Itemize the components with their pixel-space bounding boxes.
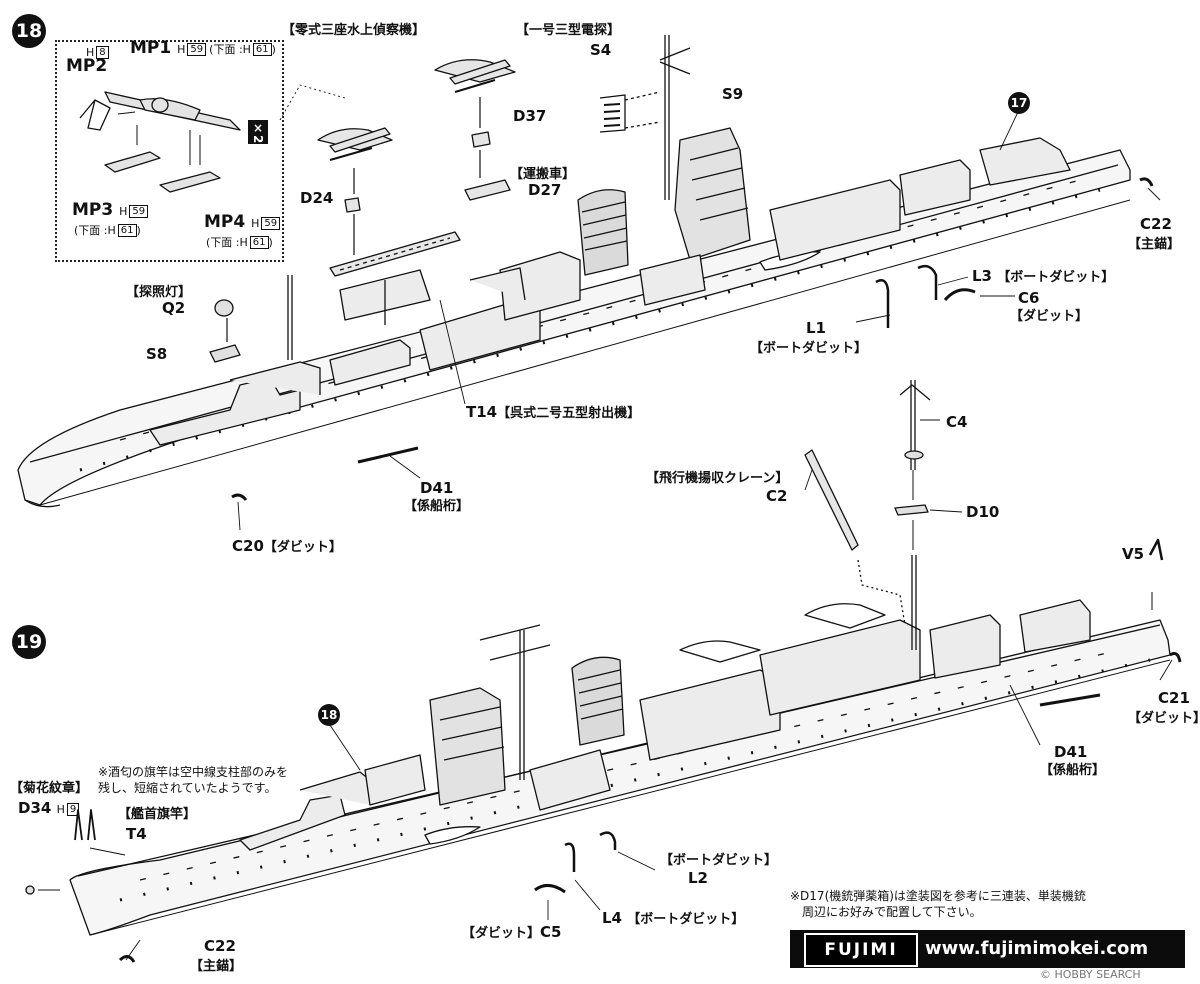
step18-mast [287, 35, 691, 360]
part-c4: C4 [946, 413, 968, 431]
part-l1: L1 [806, 319, 826, 337]
step18-aircraft [317, 59, 516, 213]
part-c22-bottom: C22 [204, 937, 236, 955]
step19-ship-hull [69, 619, 1171, 936]
part-d41-top: D41 [420, 479, 454, 497]
part-q2: Q2 [162, 299, 186, 317]
step19-leaders [38, 419, 1173, 961]
crane-title: 【飛行機揚収クレーン】 [646, 471, 789, 486]
step19-crane [804, 449, 906, 626]
part-c5: 【ダビット】C5 [462, 923, 562, 942]
step18-small-parts [209, 177, 1154, 501]
part-t4: T4 [126, 825, 147, 843]
c6-title: 【ダビット】 [1010, 309, 1089, 324]
anchor-title-bottom: 【主錨】 [190, 959, 243, 974]
chrysanthemum-title: 【菊花紋章】 [10, 781, 89, 796]
part-d24: D24 [300, 189, 334, 207]
flagstaff-note: ※酒匂の旗竿は空中線支柱部のみを 残し、短縮されていたようです。 [98, 765, 289, 795]
part-c22-top: C22 [1140, 215, 1172, 233]
l1-title: 【ボートダビット】 [750, 341, 868, 356]
part-c2: C2 [766, 487, 788, 505]
watermark: © HOBBY SEARCH [1040, 968, 1141, 981]
step-number-18: 18 [12, 14, 46, 48]
part-l4: L4 【ボートダビット】 [602, 909, 745, 928]
d41-title-top: 【係船桁】 [404, 499, 470, 514]
ammo-box-note: ※D17(機銃弾薬箱)は塗装図を参考に三連装、単装機銃 周辺にお好みで配置して下… [790, 889, 1086, 919]
step18-catapult [329, 231, 461, 325]
d41-title-bottom: 【係船桁】 [1040, 763, 1106, 778]
searchlight-title: 【探照灯】 [126, 285, 192, 300]
part-d41-bottom: D41 [1054, 743, 1088, 761]
part-s4: S4 [590, 41, 612, 59]
x2-badge: ×2 [248, 120, 268, 145]
aircraft-inset-panel [55, 40, 284, 262]
part-s9: S9 [722, 85, 744, 103]
anchor-title-top: 【主錨】 [1128, 237, 1181, 252]
part-d37: D37 [513, 107, 547, 125]
step19-masts [479, 380, 931, 780]
part-d10: D10 [966, 503, 1000, 521]
mp2-label: MP2 [66, 56, 108, 76]
part-c20: C20【ダビット】 [232, 537, 342, 556]
step18-superstructure [149, 127, 1071, 446]
part-d27: D27 [528, 181, 562, 199]
step18-arrows [226, 97, 481, 342]
fujimi-logo: FUJIMI [804, 933, 918, 967]
c21-title: 【ダビット】 [1128, 711, 1200, 726]
part-l2: L2 [688, 869, 708, 887]
step18-leaders [237, 84, 1161, 531]
step-number-19: 19 [12, 625, 46, 659]
l2-title: 【ボートダビット】 [660, 853, 778, 868]
bowstaff-title: 【艦首旗竿】 [118, 807, 197, 822]
inset-title: 【零式三座水上偵察機】 [282, 23, 426, 38]
part-l3: L3 【ボートダビット】 [972, 267, 1115, 286]
part-c21: C21 [1158, 689, 1190, 707]
part-c6: C6 [1018, 289, 1040, 307]
part-t14: T14【呉式二号五型射出機】 [466, 403, 641, 422]
radar-title: 【一号三型電探】 [516, 23, 621, 38]
part-v5: V5 [1122, 545, 1145, 563]
part-s8: S8 [146, 345, 168, 363]
website-link[interactable]: www.fujimimokei.com [925, 938, 1149, 959]
ref-step-17: 17 [1008, 92, 1030, 114]
step19-small-parts [25, 538, 1182, 963]
ref-step-18: 18 [318, 704, 340, 726]
step19-superstructure [239, 599, 1091, 851]
inset-aircraft [79, 91, 241, 193]
transport-title: 【運搬車】 [510, 167, 576, 182]
